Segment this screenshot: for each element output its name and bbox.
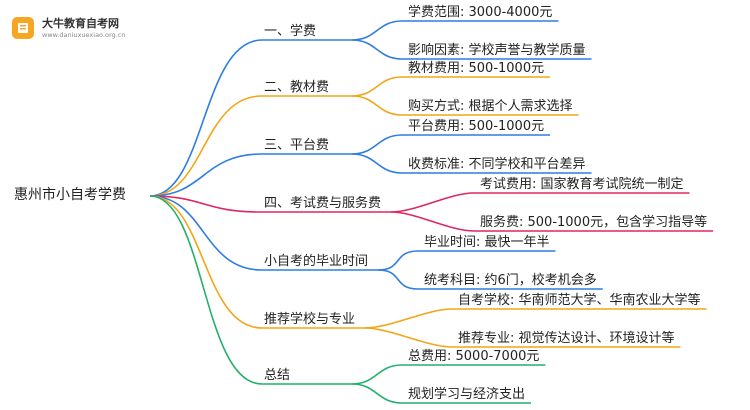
leaf-topic-7-1: 总费用: 5000-7000元 (408, 349, 540, 364)
leaf-link-5-2 (378, 269, 419, 290)
site-logo[interactable]: 大牛教育自考网 www.daniuxuexiao.org.cn (12, 14, 162, 44)
branch-topic-6: 推荐学校与专业 (264, 312, 356, 327)
logo-title: 大牛教育自考网 (42, 17, 119, 30)
leaf-topic-5-1: 毕业时间: 最快一年半 (424, 235, 550, 250)
branch-link-1 (149, 39, 263, 197)
book-icon (12, 17, 34, 39)
leaf-topic-3-2: 收费标准: 不同学校和平台差异 (408, 157, 586, 172)
leaf-topic-6-2: 推荐专业: 视觉传达设计、环境设计等 (458, 331, 675, 346)
leaf-link-7-2 (351, 383, 403, 404)
leaf-link-6-1 (365, 308, 453, 329)
leaf-link-5-1 (378, 250, 419, 271)
branch-link-3 (149, 153, 263, 197)
branch-link-4 (149, 195, 263, 213)
leaf-link-2-2 (351, 95, 403, 116)
branch-topic-4: 四、考试费与服务费 (264, 196, 382, 211)
branch-link-7 (149, 195, 263, 385)
branch-topic-7: 总结 (264, 368, 291, 383)
branch-topic-2: 二、教材费 (264, 80, 330, 95)
leaf-topic-2-1: 教材费用: 500-1000元 (408, 61, 545, 76)
logo-url: www.daniuxuexiao.org.cn (42, 31, 126, 39)
leaf-link-6-2 (365, 327, 453, 348)
branch-topic-1: 一、学费 (264, 24, 317, 39)
leaf-link-7-1 (351, 364, 403, 385)
leaf-link-2-1 (351, 76, 403, 97)
leaf-topic-5-2: 统考科目: 约6门，校考机会多 (424, 273, 597, 288)
leaf-link-1-2 (351, 39, 403, 60)
leaf-link-3-1 (351, 134, 403, 155)
root-topic: 惠州市小自考学费 (14, 187, 126, 203)
leaf-topic-4-1: 考试费用: 国家教育考试院统一制定 (480, 177, 684, 192)
branch-link-2 (149, 95, 263, 197)
leaf-topic-6-1: 自考学校: 华南师范大学、华南农业大学等 (458, 293, 701, 308)
leaf-link-4-1 (391, 192, 475, 213)
branch-link-6 (149, 195, 263, 329)
leaf-topic-3-1: 平台费用: 500-1000元 (408, 119, 545, 134)
leaf-topic-4-2: 服务费: 500-1000元，包含学习指导等 (480, 215, 708, 230)
leaf-topic-2-2: 购买方式: 根据个人需求选择 (408, 99, 573, 114)
leaf-link-3-2 (351, 153, 403, 174)
branch-link-5 (149, 195, 263, 271)
branch-topic-5: 小自考的毕业时间 (264, 254, 369, 269)
leaf-link-1-1 (351, 20, 403, 41)
leaf-topic-1-1: 学费范围: 3000-4000元 (408, 5, 553, 20)
leaf-link-4-2 (391, 211, 475, 232)
branch-topic-3: 三、平台费 (264, 138, 330, 153)
leaf-topic-1-2: 影响因素: 学校声誉与教学质量 (408, 43, 586, 58)
leaf-topic-7-2: 规划学习与经济支出 (408, 387, 526, 402)
